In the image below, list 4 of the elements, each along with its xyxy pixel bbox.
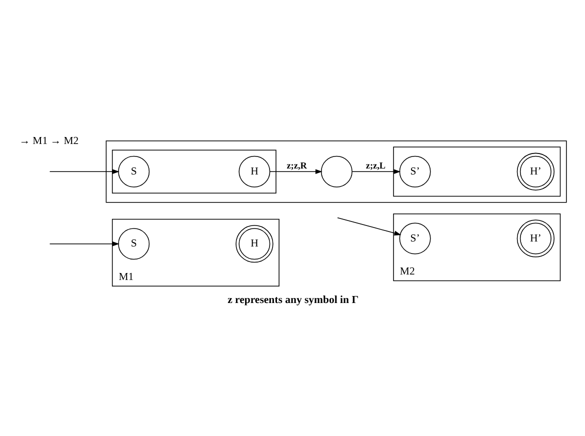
edge-label: z;z,R	[286, 160, 307, 170]
caption: z represents any symbol in Γ	[228, 294, 359, 306]
edge-label: z;z,L	[366, 160, 386, 170]
label: → M1 → M2	[19, 134, 79, 146]
